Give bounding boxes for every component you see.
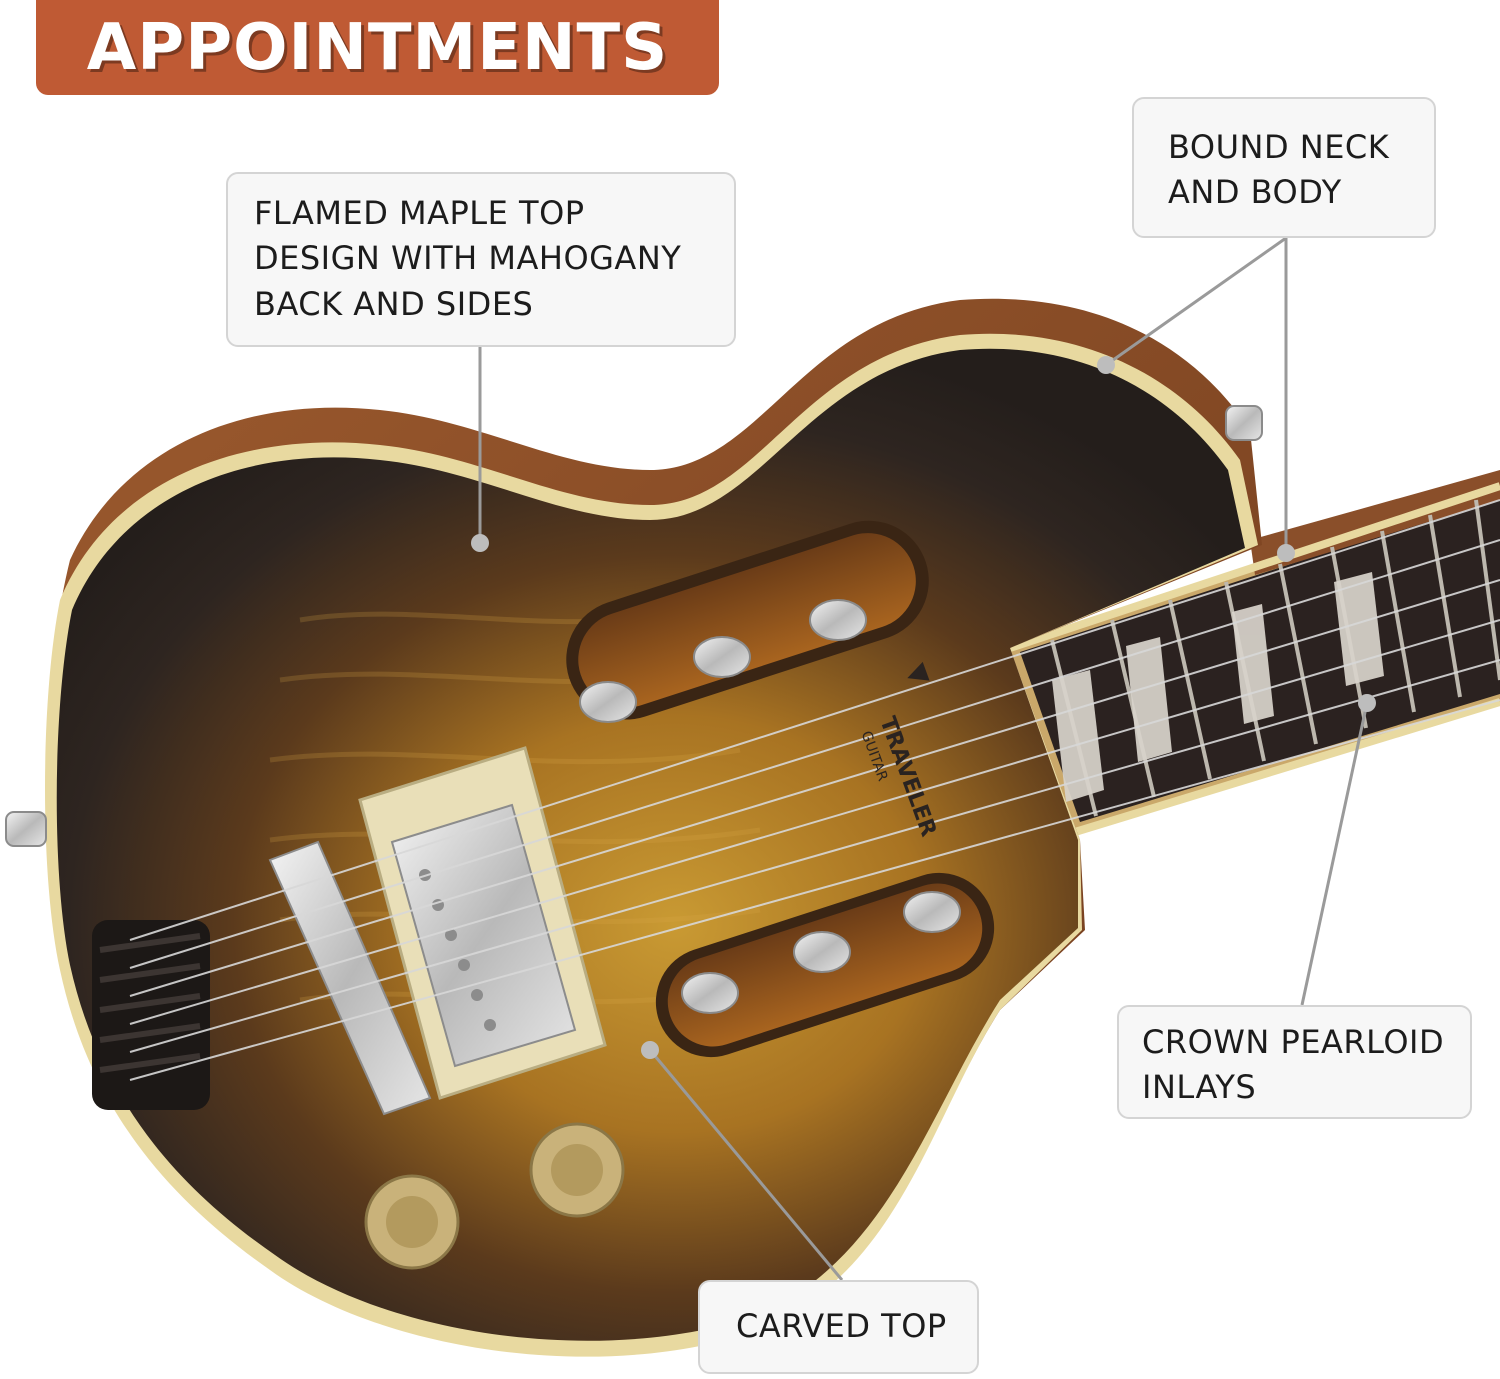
callout-line: CARVED TOP <box>736 1307 947 1345</box>
pickup <box>358 746 607 1100</box>
tuner-pocket-lower <box>655 872 995 1058</box>
knobs <box>364 1122 625 1270</box>
body-top <box>56 348 1246 1341</box>
strap-buttons <box>5 405 1263 847</box>
tailpiece <box>92 920 210 1110</box>
callout-line: BACK AND SIDES <box>254 284 534 323</box>
section-header: APPOINTMENTS <box>36 0 719 95</box>
neck <box>1008 470 1500 836</box>
callout-line: AND BODY <box>1168 173 1342 212</box>
callout-carved-top: CARVED TOP <box>698 1280 979 1374</box>
callout-line: CROWN PEARLOID <box>1142 1023 1445 1061</box>
callout-flamed-maple: FLAMED MAPLE TOP DESIGN WITH MAHOGANY BA… <box>226 172 736 347</box>
callout-line: FLAMED MAPLE TOP <box>254 194 585 232</box>
tuner-pocket-upper <box>566 520 929 723</box>
bridge <box>268 840 432 1116</box>
section-title: APPOINTMENTS <box>86 10 669 85</box>
callout-crown-inlays: CROWN PEARLOID INLAYS <box>1117 1005 1472 1119</box>
callout-line: DESIGN WITH MAHOGANY <box>254 239 682 278</box>
leader-lines <box>478 236 1369 1281</box>
callout-line: INLAYS <box>1142 1068 1257 1107</box>
callout-bound-neck: BOUND NECK AND BODY <box>1132 97 1436 238</box>
callout-line: BOUND NECK <box>1168 128 1390 166</box>
